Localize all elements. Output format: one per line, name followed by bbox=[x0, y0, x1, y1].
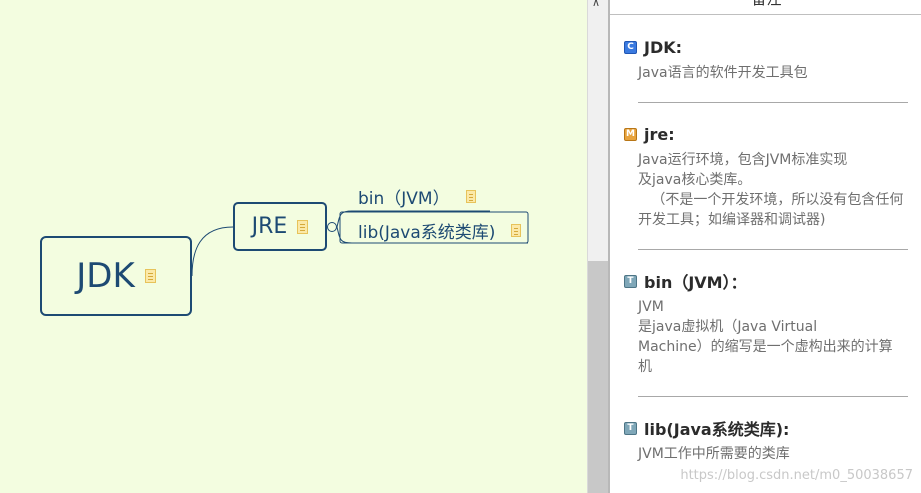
t-icon: T bbox=[624, 274, 637, 288]
scroll-up-arrow-icon[interactable]: ∧ bbox=[592, 0, 601, 9]
vertical-scrollbar[interactable]: ∧ bbox=[587, 0, 608, 493]
panel-header: 备注 bbox=[610, 0, 921, 15]
note-body: Java语言的软件开发工具包 bbox=[638, 65, 808, 81]
collapse-toggle[interactable] bbox=[327, 222, 337, 232]
notes-panel: 备注 C JDK: Java语言的软件开发工具包 M jre: Java运行环境… bbox=[608, 0, 921, 493]
note-title: jre: bbox=[644, 124, 675, 144]
t-icon: T bbox=[624, 421, 637, 435]
note-icon[interactable] bbox=[297, 219, 309, 234]
root-topic-label: JDK bbox=[76, 256, 135, 296]
subtopic-lib-label: lib(Java系统类库) bbox=[358, 223, 496, 243]
subtopic-bin-label: bin（JVM） bbox=[358, 189, 450, 209]
root-to-jre-connector bbox=[191, 226, 234, 277]
root-topic-jdk[interactable]: JDK bbox=[40, 236, 192, 316]
subtopic-lib[interactable]: lib(Java系统类库) bbox=[358, 218, 522, 243]
topic-jre[interactable]: JRE bbox=[233, 202, 327, 251]
note-item-jre: M jre: Java运行环境，包含JVM标准实现 及java核心类库。 （不是… bbox=[624, 123, 909, 230]
note-heading: M jre: bbox=[624, 123, 909, 145]
note-title: bin（JVM）： bbox=[644, 273, 747, 292]
subtopic-bin[interactable]: bin（JVM） bbox=[358, 184, 476, 209]
note-body: JVM 是java虚拟机（Java Virtual Machine）的缩写是一个… bbox=[638, 299, 893, 375]
divider bbox=[638, 102, 908, 103]
note-heading: T bin（JVM）： bbox=[624, 270, 909, 292]
c-icon: C bbox=[624, 40, 637, 54]
jre-to-bin-connector bbox=[336, 210, 490, 228]
note-item-bin: T bin（JVM）： JVM 是java虚拟机（Java Virtual Ma… bbox=[624, 270, 909, 377]
divider bbox=[638, 249, 908, 250]
note-body: JVM工作中所需要的类库 bbox=[638, 446, 790, 462]
divider bbox=[638, 396, 908, 397]
topic-jre-label: JRE bbox=[251, 214, 288, 239]
scroll-thumb[interactable] bbox=[588, 261, 608, 493]
note-title: lib(Java系统类库): bbox=[644, 420, 790, 439]
note-icon[interactable] bbox=[144, 269, 156, 283]
note-item-jdk: C JDK: Java语言的软件开发工具包 bbox=[624, 36, 909, 83]
note-heading: T lib(Java系统类库): bbox=[624, 417, 909, 439]
note-icon[interactable] bbox=[465, 190, 476, 203]
panel-title: 备注 bbox=[610, 0, 921, 7]
note-body: Java运行环境，包含JVM标准实现 及java核心类库。 （不是一个开发环境，… bbox=[638, 152, 904, 228]
note-title: JDK: bbox=[644, 37, 683, 57]
note-heading: C JDK: bbox=[624, 36, 909, 58]
mindmap-canvas[interactable]: JDK JRE bin（JVM） lib(Java系统类库) bbox=[0, 0, 587, 493]
lib-selection-frame bbox=[339, 211, 529, 244]
m-icon: M bbox=[624, 127, 637, 141]
note-item-lib: T lib(Java系统类库): JVM工作中所需要的类库 bbox=[624, 417, 909, 464]
note-icon[interactable] bbox=[511, 224, 522, 237]
watermark: https://blog.csdn.net/m0_50038657 bbox=[680, 468, 913, 483]
connector-lines bbox=[191, 210, 529, 277]
